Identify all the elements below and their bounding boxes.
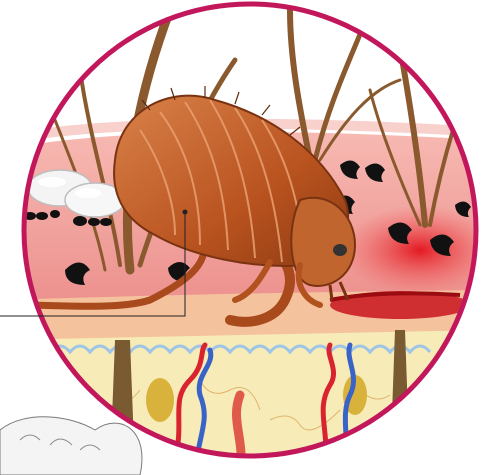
flea-dirt-icon [100, 218, 112, 226]
callout-dot [183, 210, 188, 215]
flea-dirt-icon [50, 210, 60, 218]
sebaceous-gland [146, 378, 174, 422]
flea-dirt-icon [36, 212, 48, 220]
blood-vessel-icon [236, 395, 241, 470]
flea-dirt-icon [73, 216, 87, 226]
flea-dirt-icon [88, 218, 100, 226]
dog-fur-outside [0, 417, 142, 475]
